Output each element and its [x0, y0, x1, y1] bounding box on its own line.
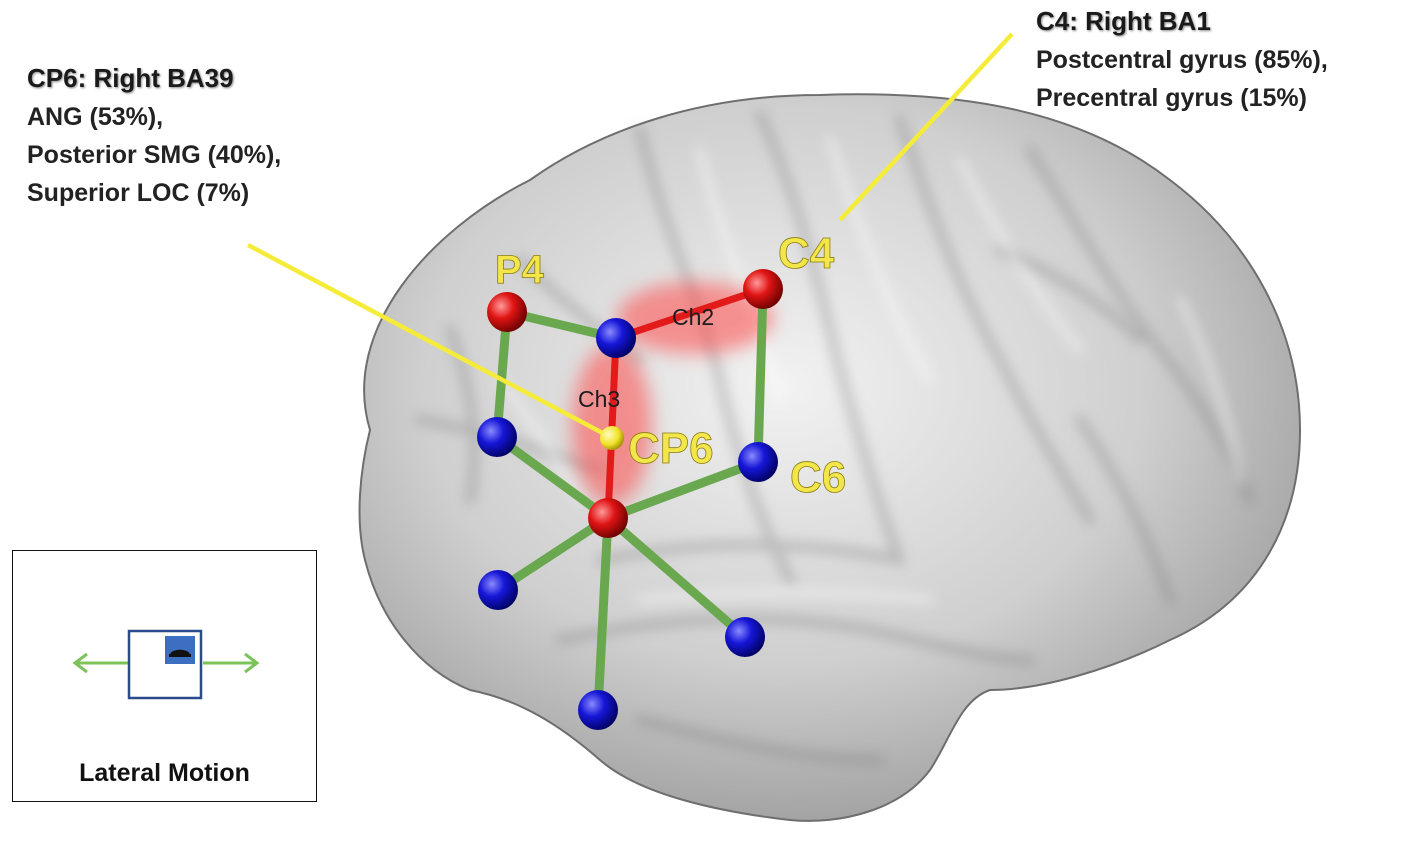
source-c4	[743, 269, 783, 309]
detector-c6	[738, 442, 778, 482]
cp6-annotation: CP6: Right BA39 ANG (53%), Posterior SMG…	[27, 63, 281, 208]
brain-surface	[358, 93, 1302, 822]
channel-labels: Ch2 Ch3	[578, 304, 714, 412]
label-c6: C6	[790, 453, 846, 502]
detector-upper	[596, 318, 636, 358]
pointer-lines	[246, 32, 1014, 440]
detector-left	[477, 417, 517, 457]
c4-pointer	[838, 32, 1014, 222]
probes	[477, 269, 783, 730]
cp6-annotation-line-2: Posterior SMG (40%),	[27, 141, 282, 169]
c4-annotation: C4: Right BA1 Postcentral gyrus (85%), P…	[1036, 6, 1328, 113]
c4-annotation-line-1: Postcentral gyrus (85%),	[1036, 46, 1328, 74]
probe-labels: P4 C4 CP6 C6	[495, 229, 847, 503]
motion-legend: Lateral Motion	[12, 550, 317, 802]
brain-highlights	[496, 136, 1244, 604]
cp6-marker	[600, 426, 624, 450]
brain-outline	[358, 93, 1302, 822]
detector-lower-left	[478, 570, 518, 610]
legend-caption: Lateral Motion	[79, 759, 250, 787]
label-cp6: CP6	[628, 424, 714, 473]
lateral-motion-icon	[72, 629, 260, 700]
cp6-annotation-line-3: Superior LOC (7%)	[27, 179, 250, 207]
cp6-pointer	[246, 243, 614, 440]
label-ch2: Ch2	[672, 304, 714, 330]
label-p4: P4	[495, 248, 545, 292]
c4-annotation-line-2: Precentral gyrus (15%)	[1036, 84, 1307, 112]
source-p4	[487, 292, 527, 332]
c4-annotation-title: C4: Right BA1	[1036, 6, 1211, 36]
cp6-annotation-line-1: ANG (53%),	[27, 103, 164, 131]
brain-sulci	[415, 110, 1255, 765]
label-c4: C4	[778, 229, 835, 278]
source-center	[588, 498, 628, 538]
label-ch3: Ch3	[578, 386, 620, 412]
detector-bottom	[578, 690, 618, 730]
detector-lower-right	[725, 617, 765, 657]
cp6-annotation-title: CP6: Right BA39	[27, 63, 234, 93]
